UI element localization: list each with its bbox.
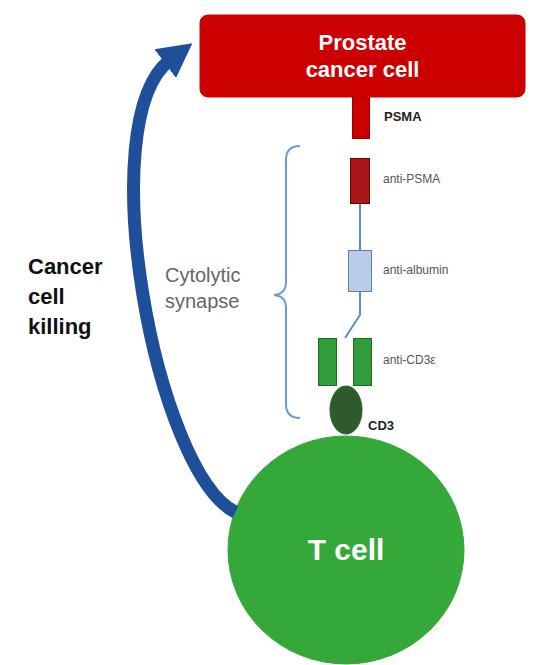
text-holder: PSMA (384, 109, 422, 124)
text-holder: T cell (228, 436, 464, 664)
cell-box (200, 15, 525, 97)
cell-part: PSMA (352, 97, 370, 139)
domain-block (319, 339, 337, 386)
domain-block (354, 339, 372, 386)
node-label: anti-albumin (383, 263, 448, 277)
domain-block (353, 98, 370, 139)
cell-part: anti-albumin (348, 250, 372, 292)
text-holder: anti-albumin (383, 263, 448, 277)
cell-shape (228, 436, 464, 664)
node-shape (200, 15, 525, 97)
node-label: anti-PSMA (383, 172, 440, 186)
node-label: Prostate cancer cell (293, 29, 433, 83)
text-holder: Prostate cancer cell (200, 15, 525, 97)
node-label: PSMA (384, 109, 422, 124)
annotation-text: Cancer cell killing (28, 252, 128, 342)
cell-part: anti-CD3ε (318, 338, 372, 386)
text-holder: anti-PSMA (383, 172, 440, 186)
cell-shape (330, 386, 362, 434)
node-shape (350, 158, 370, 204)
node-shape (348, 250, 372, 292)
text-holder: CD3 (368, 418, 394, 433)
node-shape (318, 338, 372, 386)
annotation-text: Cytolytic synapse (165, 262, 275, 314)
text-holder: anti-CD3ε (383, 353, 436, 367)
node-shape (352, 97, 370, 139)
domain-block (351, 159, 370, 204)
killing-arrow (134, 60, 236, 512)
cell-part: CD3 (330, 386, 362, 434)
cell-part: anti-PSMA (350, 158, 370, 204)
linker-line (359, 204, 361, 250)
node-shape (330, 386, 362, 434)
domain-block (349, 251, 372, 292)
synapse-bracket (274, 146, 300, 418)
node-label: anti-CD3ε (383, 353, 436, 367)
node-label: T cell (308, 533, 385, 567)
cell-part: Prostate cancer cell (200, 15, 525, 97)
linker-line (345, 292, 360, 338)
node-label: CD3 (368, 418, 394, 433)
cell-part: T cell (228, 436, 464, 664)
